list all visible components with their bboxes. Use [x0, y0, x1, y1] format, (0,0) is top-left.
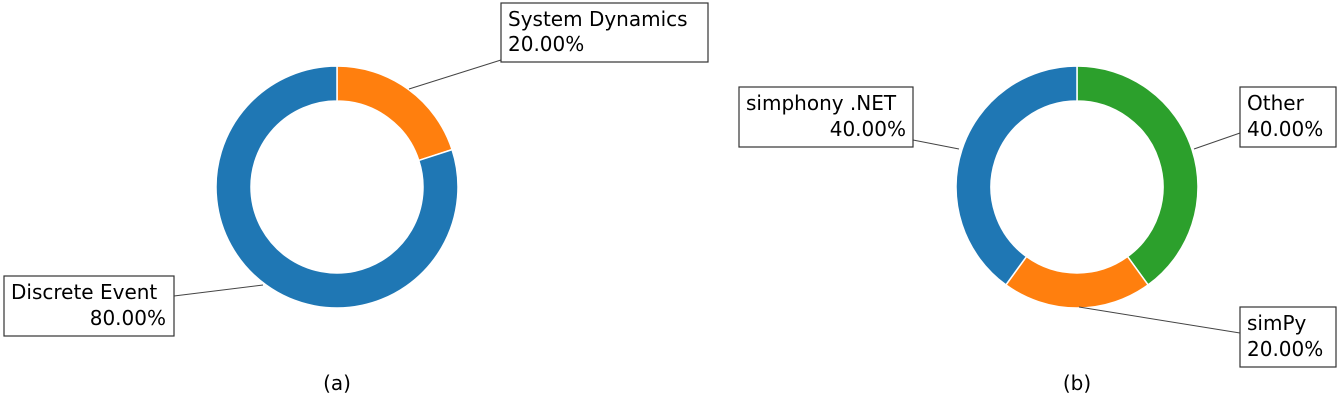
- donut-chart-a: System Dynamics 20.00% Discrete Event 80…: [3, 2, 709, 395]
- label-box-system-dynamics: [500, 2, 709, 63]
- label-other: Other 40.00%: [1193, 86, 1337, 150]
- slice-value-simphony-net: 40.00%: [830, 117, 906, 141]
- caption-b: (b): [1063, 371, 1091, 395]
- leader-line-simpy: [1078, 306, 1241, 334]
- donut-slice-simphony-net: [955, 65, 1078, 286]
- donut-chart-b: Other 40.00% simPy 20.00% simphony .NET …: [738, 65, 1337, 395]
- leader-line-discrete-event: [173, 284, 264, 297]
- slices-b: [955, 65, 1199, 309]
- slice-label-discrete-event: Discrete Event: [11, 280, 157, 304]
- donut-slice-simpy: [1004, 255, 1150, 309]
- donut-slice-discrete-event: [215, 65, 459, 309]
- slice-label-other: Other: [1247, 91, 1305, 115]
- caption-a: (a): [323, 371, 351, 395]
- label-simpy: simPy 20.00%: [1078, 306, 1337, 368]
- donut-slice-other: [1076, 65, 1199, 286]
- leader-line-other: [1193, 132, 1241, 150]
- slice-value-discrete-event: 80.00%: [90, 306, 166, 330]
- slice-label-simphony-net: simphony .NET: [746, 91, 897, 115]
- label-box-simpy: [1239, 306, 1337, 368]
- slice-label-simpy: simPy: [1247, 311, 1307, 335]
- label-simphony-net: simphony .NET 40.00%: [738, 86, 960, 150]
- label-box-simphony-net: [738, 86, 914, 148]
- slice-value-simpy: 20.00%: [1247, 337, 1323, 361]
- label-box-other: [1239, 86, 1337, 148]
- slices-a: [215, 65, 459, 309]
- leader-line-simphony-net: [912, 139, 960, 150]
- donut-slice-system-dynamics: [336, 65, 454, 162]
- label-system-dynamics: System Dynamics 20.00%: [408, 2, 709, 90]
- label-discrete-event: Discrete Event 80.00%: [3, 275, 264, 337]
- slice-value-system-dynamics: 20.00%: [508, 32, 584, 56]
- slice-value-other: 40.00%: [1247, 117, 1323, 141]
- slice-label-system-dynamics: System Dynamics: [508, 7, 688, 31]
- leader-line-system-dynamics: [408, 59, 502, 90]
- label-box-discrete-event: [3, 275, 175, 337]
